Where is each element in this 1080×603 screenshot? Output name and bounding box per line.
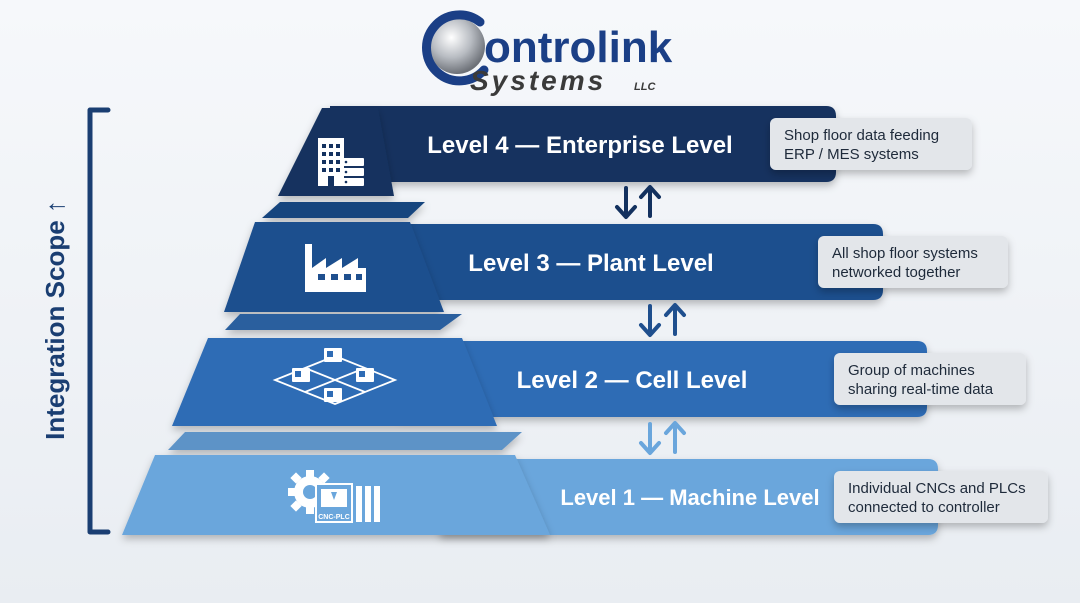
level-4-label: Level 4 — Enterprise Level bbox=[427, 132, 732, 159]
cnc-plc-icon: CNC-PLC bbox=[288, 470, 380, 523]
scope-label: Integration Scope ↑ bbox=[40, 200, 70, 440]
level-3-note: All shop floor systems networked togethe… bbox=[818, 236, 1008, 288]
machine-network-icon bbox=[272, 348, 398, 405]
level-1-note-line2: connected to controller bbox=[848, 499, 1000, 516]
level-1-note-line1: Individual CNCs and PLCs bbox=[848, 480, 1026, 497]
scope-bracket bbox=[87, 107, 111, 535]
level-2-note-line2: sharing real-time data bbox=[848, 381, 994, 398]
level-2-note: Group of machines sharing real-time data bbox=[834, 353, 1026, 405]
logo-sphere-icon bbox=[429, 18, 485, 74]
level-3-label: Level 3 — Plant Level bbox=[468, 250, 713, 277]
logo-brand-main: ontrolink bbox=[484, 23, 673, 72]
logo-brand-sub: Systems bbox=[470, 65, 606, 96]
pyramid-tier-2 bbox=[172, 338, 497, 426]
office-building-server-icon bbox=[318, 138, 364, 186]
integration-scope: Integration Scope ↑ bbox=[40, 107, 111, 535]
down-up-arrows-icon bbox=[615, 185, 661, 219]
logo-c-swoosh-icon bbox=[422, 10, 489, 86]
level-2-bar bbox=[400, 341, 927, 417]
level-3-bar bbox=[330, 224, 883, 300]
level-2-note-line1: Group of machines bbox=[848, 362, 975, 379]
company-logo: ontrolink Systems LLC bbox=[422, 10, 673, 96]
cnc-plc-caption: CNC-PLC bbox=[318, 514, 350, 521]
pyramid bbox=[122, 108, 550, 535]
level-1-label: Level 1 — Machine Level bbox=[560, 485, 819, 510]
pyramid-tier-2-top bbox=[225, 314, 462, 330]
down-up-arrows-icon bbox=[639, 421, 686, 455]
down-up-arrows-icon bbox=[639, 303, 686, 337]
level-4-note-line1: Shop floor data feeding bbox=[784, 127, 939, 144]
logo-brand-suffix: LLC bbox=[634, 81, 656, 93]
pyramid-tier-3-top bbox=[262, 202, 425, 218]
level-2-label: Level 2 — Cell Level bbox=[517, 367, 748, 394]
level-1-bar bbox=[440, 459, 938, 535]
level-1-note: Individual CNCs and PLCs connected to co… bbox=[834, 471, 1048, 523]
level-bars bbox=[330, 106, 938, 535]
level-3-note-line2: networked together bbox=[832, 264, 960, 281]
pyramid-tier-1-top bbox=[168, 432, 522, 450]
level-3-note-line1: All shop floor systems bbox=[832, 245, 978, 262]
factory-icon bbox=[305, 244, 366, 292]
level-4-note-line2: ERP / MES systems bbox=[784, 146, 919, 163]
level-4-note: Shop floor data feeding ERP / MES system… bbox=[770, 118, 972, 170]
level-4-bar bbox=[330, 106, 836, 182]
